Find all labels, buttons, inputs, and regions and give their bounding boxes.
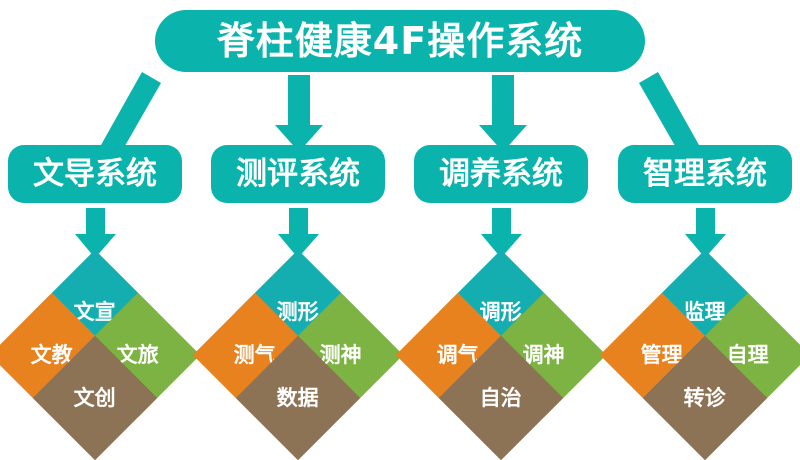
diamond-3-bottom-label: 自治 [480,385,522,410]
system-box-2[interactable]: 测评系统 [211,145,385,203]
system-box-4[interactable]: 智理系统 [618,145,792,203]
arrow-title-to-system-3 [479,75,527,152]
page-title: 脊柱健康4F操作系统 [155,10,645,72]
diamond-2-right-label: 测神 [320,342,362,367]
system-box-1-label: 文导系统 [33,155,157,192]
diamond-3-right-label: 调神 [523,342,565,367]
diamond-cluster-4: 监理 管理 自理 转诊 [599,249,800,460]
system-box-2-label: 测评系统 [236,155,360,192]
system-box-3[interactable]: 调养系统 [414,145,588,203]
system-box-4-label: 智理系统 [643,155,767,192]
system-box-3-label: 调养系统 [439,155,563,192]
diagram-canvas: 脊柱健康4F操作系统 文导系统 测评系统 调养系统 智理系统 文宣 文教 文旅 … [0,10,800,460]
diamond-cluster-3: 调形 调气 调神 自治 [395,249,607,460]
diamond-1-bottom-label: 文创 [74,385,116,410]
diamond-4-bottom-label: 转诊 [684,385,726,410]
page-title-label: 脊柱健康4F操作系统 [216,19,584,63]
diamond-1-right-label: 文旅 [117,342,159,367]
diamond-4-right-label: 自理 [727,342,769,367]
arrow-title-to-system-2 [275,75,323,152]
diamond-cluster-2: 测形 测气 测神 数据 [192,249,404,460]
diamond-cluster-1: 文宣 文教 文旅 文创 [0,249,201,460]
system-box-1[interactable]: 文导系统 [8,145,182,203]
diamond-2-bottom-label: 数据 [277,385,319,410]
